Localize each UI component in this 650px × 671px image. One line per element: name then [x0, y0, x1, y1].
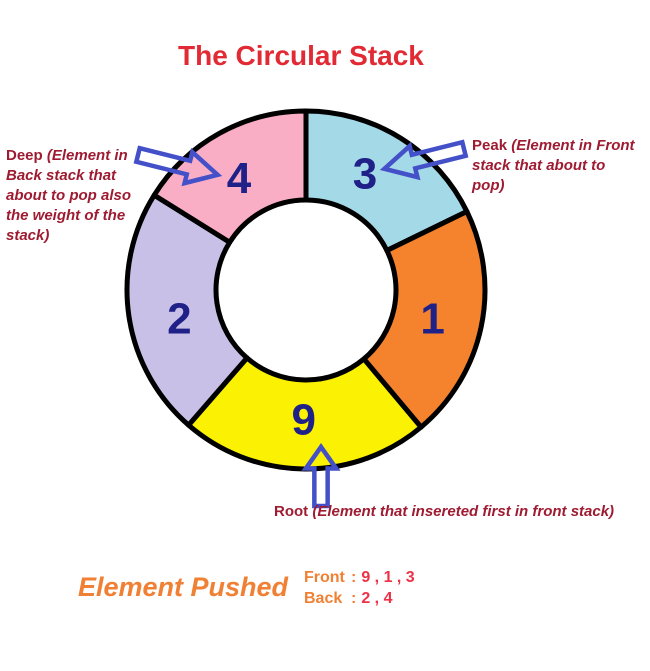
- deep-label: Deep: [6, 147, 43, 164]
- back-label: Back: [304, 590, 343, 607]
- donut-segment-number-1: 1: [420, 295, 444, 344]
- donut-segment-1: [361, 209, 488, 430]
- front-separator: :: [351, 569, 357, 586]
- peak-line-1: stack that about to: [472, 157, 606, 174]
- deep-line-1: Back stack that: [6, 167, 117, 184]
- deep-line-0: (Element in: [46, 147, 128, 164]
- element-pushed-heading: Element Pushed: [78, 572, 289, 602]
- peak-arrow-icon: [381, 133, 468, 184]
- root-arrow-icon: [306, 447, 336, 506]
- root-text: (Element that insereted first in front s…: [312, 503, 615, 520]
- peak-label: Peak: [472, 137, 508, 154]
- deep-line-2: about to pop also: [6, 187, 131, 204]
- donut-segment-number-9: 9: [291, 395, 315, 444]
- annotation-line: Peak (Element in Front: [472, 136, 635, 156]
- donut-segment-number-3: 3: [353, 150, 377, 199]
- back-stack-row: Back:2 , 4: [304, 588, 415, 609]
- deep-annotation: Deep (Element in Back stack that about t…: [6, 146, 131, 246]
- pointer-arrows: [134, 133, 468, 506]
- front-stack-row: Front:9 , 1 , 3: [304, 567, 415, 588]
- pushed-elements-list: Front:9 , 1 , 3 Back:2 , 4: [304, 567, 415, 609]
- front-label: Front: [304, 569, 345, 586]
- annotation-line: Deep (Element in: [6, 146, 131, 166]
- deep-line-4: stack): [6, 227, 50, 244]
- back-separator: :: [351, 590, 357, 607]
- front-values: 9 , 1 , 3: [361, 569, 415, 586]
- deep-arrow-icon: [134, 139, 221, 190]
- donut-segment-number-4: 4: [227, 154, 252, 203]
- peak-annotation: Peak (Element in Front stack that about …: [472, 136, 635, 196]
- peak-line-2: pop): [472, 177, 505, 194]
- donut-segment-2: [124, 192, 250, 428]
- donut-segment-3: [303, 108, 470, 254]
- root-label: Root: [274, 503, 309, 520]
- donut-segment-4: [151, 108, 309, 245]
- donut-segment-number-2: 2: [167, 295, 191, 344]
- donut-segment-9: [186, 355, 424, 472]
- root-annotation: Root (Element that insereted first in fr…: [274, 502, 614, 522]
- back-values: 2 , 4: [361, 590, 393, 607]
- page-title: The Circular Stack: [178, 40, 424, 71]
- deep-line-3: the weight of the: [6, 207, 126, 224]
- peak-line-0: (Element in Front: [511, 137, 635, 154]
